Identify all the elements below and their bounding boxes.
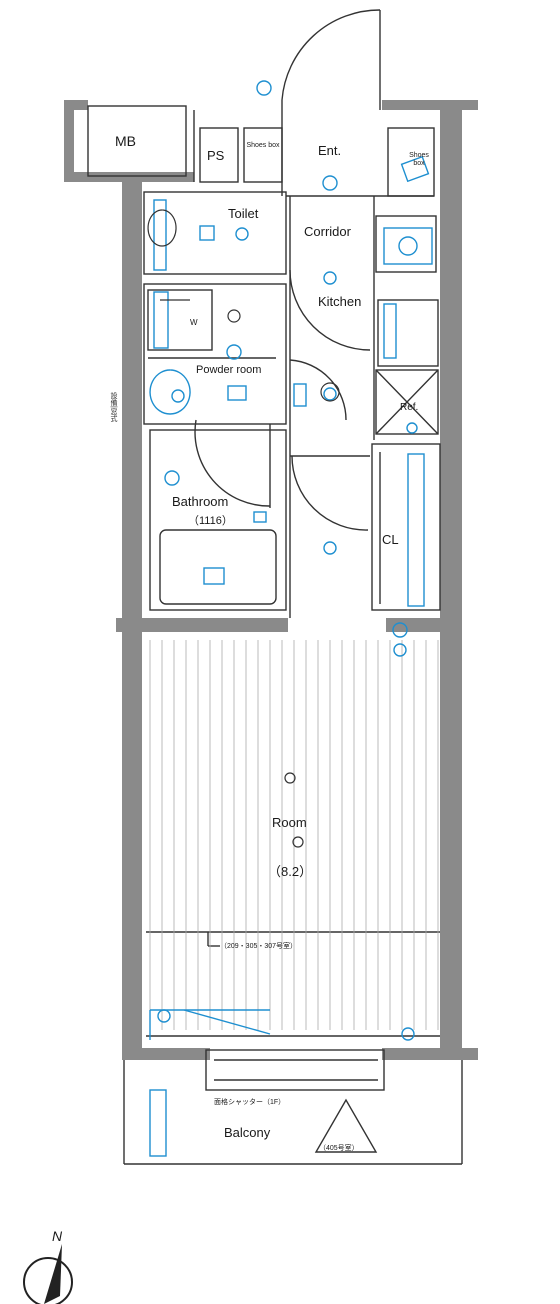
compass-icon xyxy=(23,1244,73,1304)
toilet-label: Toilet xyxy=(228,206,259,221)
exterior-walls xyxy=(64,100,478,1060)
shoes-box-right-label: Shoes box xyxy=(409,152,429,167)
entrance-label: Ent. xyxy=(318,143,342,158)
balcony-label: Balcony xyxy=(224,1125,271,1140)
interior-walls xyxy=(87,9,463,1165)
room-size-label: （8.2） xyxy=(268,864,313,879)
closet-label: CL xyxy=(382,532,399,547)
equipment-dark xyxy=(147,209,340,848)
shoes-box-left-label: Shoes box xyxy=(246,142,280,149)
room-flooring xyxy=(149,640,439,1030)
refrigerator-label: Ref. xyxy=(400,402,419,413)
bathroom-size-label: （1116） xyxy=(188,515,233,527)
shutter-note: 面格シャッター（1F） xyxy=(214,1099,286,1106)
equipment-symbols xyxy=(149,80,433,1157)
left-wall-note: 設備|窓式 xyxy=(110,392,117,422)
bathroom-label: Bathroom xyxy=(172,494,229,509)
powder-room-label: Powder room xyxy=(196,364,262,376)
mb-label: MB xyxy=(115,133,136,149)
ps-label: PS xyxy=(207,148,225,163)
corridor-label: Corridor xyxy=(304,224,351,239)
balcony-unit-note: （405号室） xyxy=(319,1145,359,1152)
washer-label: W xyxy=(190,318,198,327)
room-label: Room xyxy=(272,815,307,830)
compass-north-label: N xyxy=(52,1228,63,1244)
room-unit-note: （209・305・307号室） xyxy=(220,943,298,950)
kitchen-label: Kitchen xyxy=(318,294,362,309)
